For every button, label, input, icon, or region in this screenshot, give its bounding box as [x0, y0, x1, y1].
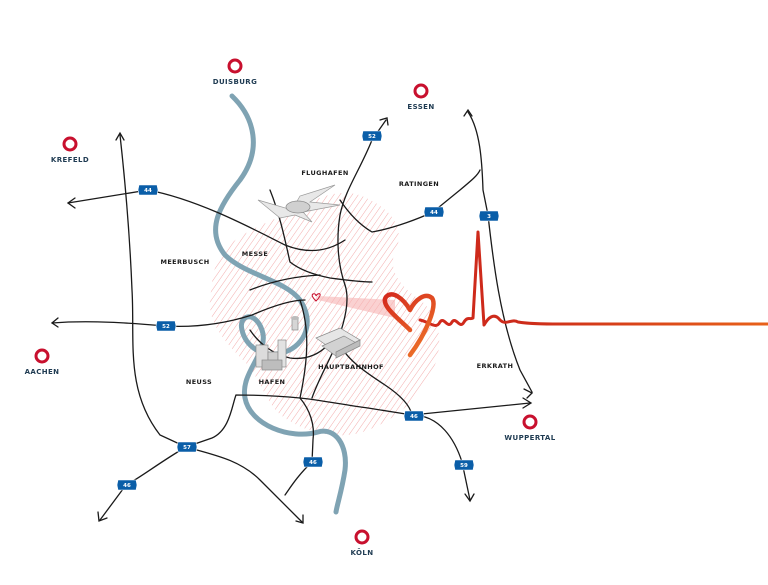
district-flughafen: FLUGHAFEN — [301, 169, 348, 177]
city-area — [209, 192, 440, 436]
shield-a46-east: 46 — [410, 414, 418, 420]
district-hafen: HAFEN — [259, 378, 286, 386]
city-label-aachen: AACHEN — [25, 368, 60, 376]
city-label-essen: ESSEN — [407, 103, 434, 111]
autobahn-shield-icon: 52 — [361, 130, 383, 142]
city-essen[interactable]: ESSEN — [407, 83, 434, 111]
rhine-river — [213, 93, 348, 515]
pulse-line — [418, 230, 768, 327]
city-wuppertal[interactable]: WUPPERTAL — [504, 414, 555, 442]
harbor-illustration — [255, 316, 299, 371]
district-erkrath: ERKRATH — [477, 362, 514, 370]
autobahn-shield-icon: 46 — [403, 410, 425, 422]
ring-marker-icon — [227, 58, 243, 74]
city-koeln[interactable]: KÖLN — [351, 529, 374, 557]
shield-a46-south: 46 — [309, 460, 317, 466]
autobahn-shield-icon: 46 — [302, 456, 324, 468]
shield-a52-west: 52 — [162, 324, 170, 330]
shield-a44-west: 44 — [144, 188, 152, 194]
autobahn-shield-icon: 44 — [423, 206, 445, 218]
city-markers: DUISBURG ESSEN KREFELD AACHEN WUPPERTAL … — [25, 58, 555, 557]
highway-shields: 44 52 44 3 52 57 46 46 — [116, 130, 500, 491]
autobahn-shield-icon: 46 — [116, 479, 138, 491]
district-hauptbahnhof: HAUPTBAHNHOF — [318, 363, 384, 371]
shield-a3: 3 — [487, 214, 491, 220]
city-krefeld[interactable]: KREFELD — [51, 136, 89, 164]
heart-pulse-icon — [382, 292, 436, 358]
center-glow — [318, 296, 395, 318]
autobahn-shield-icon: 3 — [478, 210, 500, 222]
ring-marker-icon — [413, 83, 429, 99]
city-duisburg[interactable]: DUISBURG — [213, 58, 258, 86]
small-heart-icon — [311, 293, 321, 302]
district-neuss: NEUSS — [186, 378, 212, 386]
district-meerbusch: MEERBUSCH — [160, 258, 209, 266]
shield-a52-north: 52 — [368, 134, 376, 140]
shield-a46-southwest: 46 — [123, 483, 131, 489]
district-ratingen: RATINGEN — [399, 180, 439, 188]
city-aachen[interactable]: AACHEN — [25, 348, 60, 376]
airport-illustration — [257, 184, 341, 223]
ring-marker-icon — [354, 529, 370, 545]
road-arrows — [50, 108, 534, 524]
district-labels: FLUGHAFEN RATINGEN MESSE MEERBUSCH NEUSS… — [160, 169, 514, 386]
ring-marker-icon — [522, 414, 538, 430]
station-illustration — [315, 327, 361, 359]
ring-marker-icon — [34, 348, 50, 364]
autobahn-shield-icon: 52 — [155, 320, 177, 332]
district-messe: MESSE — [242, 250, 268, 258]
autobahn-shield-icon: 57 — [176, 441, 198, 453]
ring-marker-icon — [62, 136, 78, 152]
shield-a57: 57 — [183, 445, 191, 451]
autobahn-shield-icon: 44 — [137, 184, 159, 196]
city-label-duisburg: DUISBURG — [213, 78, 258, 86]
city-label-koeln: KÖLN — [351, 548, 374, 557]
city-label-wuppertal: WUPPERTAL — [504, 434, 555, 442]
autobahn-shield-icon: 59 — [453, 459, 475, 471]
shield-a59: 59 — [460, 463, 468, 469]
shield-a44-east: 44 — [430, 210, 438, 216]
city-label-krefeld: KREFELD — [51, 156, 89, 164]
